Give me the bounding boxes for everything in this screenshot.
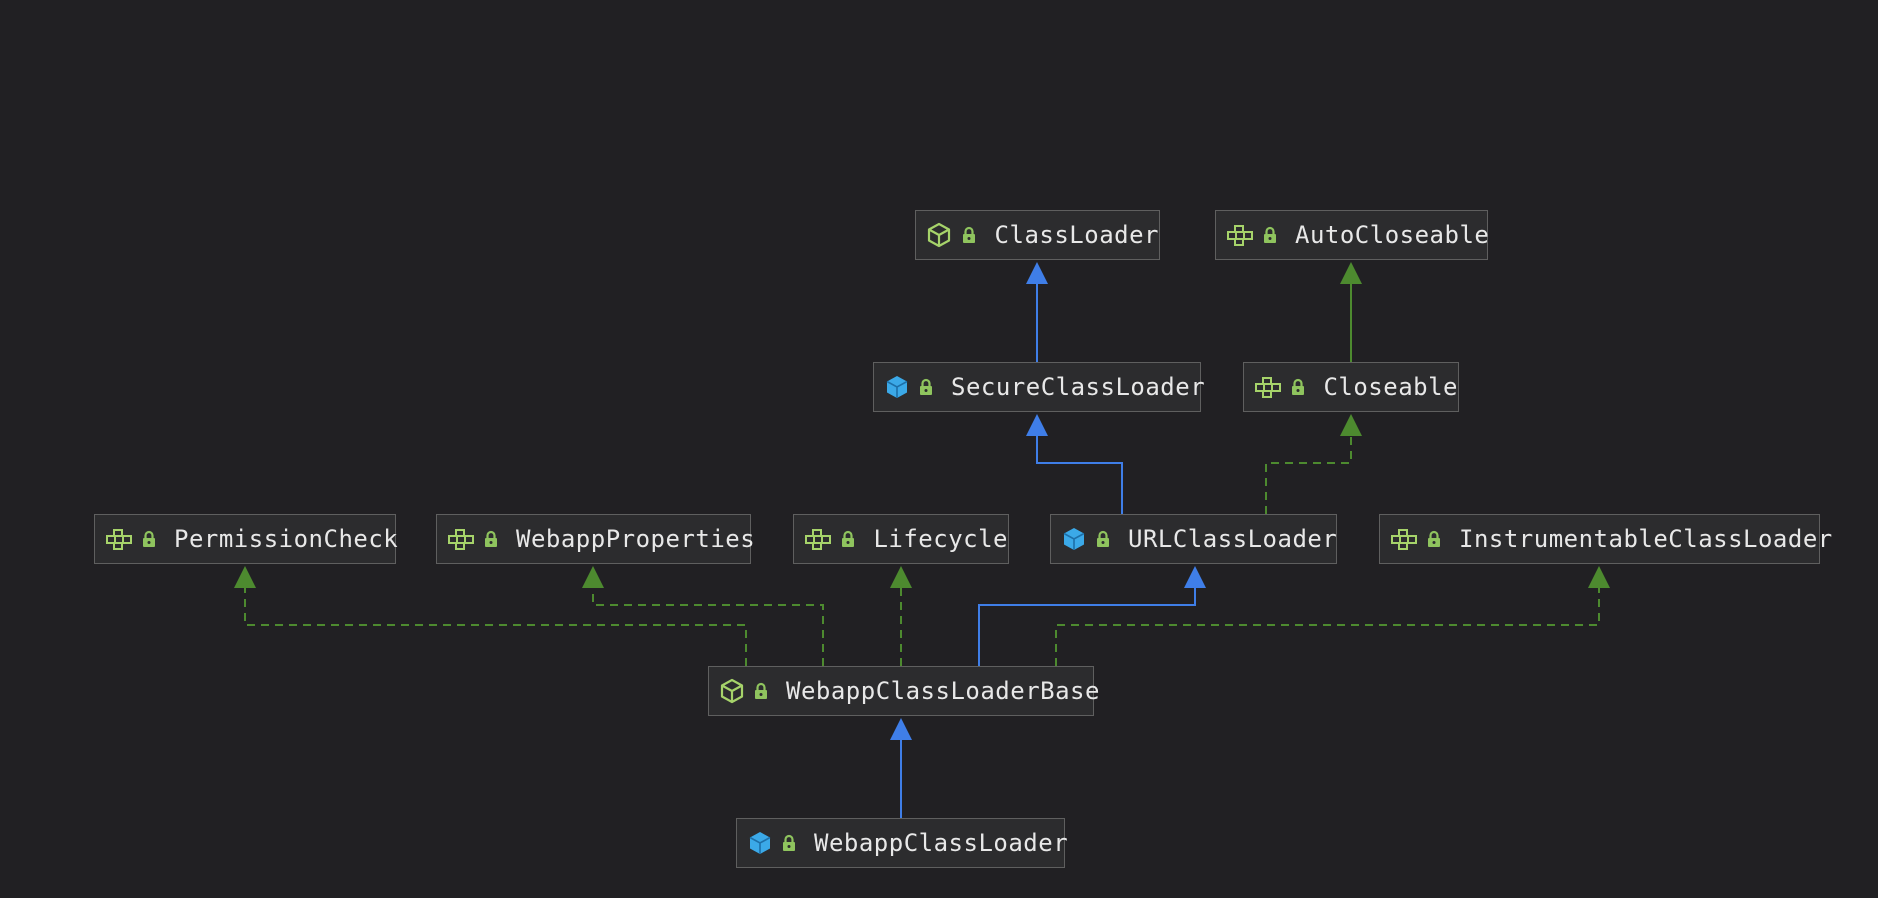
node-label: InstrumentableClassLoader xyxy=(1459,525,1833,553)
node-label: Lifecycle xyxy=(873,525,1008,553)
edge-webappclassloaderbase-to-urlclassloader xyxy=(978,566,1206,666)
node-label: WebappProperties xyxy=(516,525,756,553)
arrowhead xyxy=(1340,414,1362,436)
node-label: AutoCloseable xyxy=(1295,221,1490,249)
edge-webappclassloaderbase-to-webappproperties xyxy=(582,566,824,666)
arrowhead xyxy=(1340,262,1362,284)
lock-icon xyxy=(919,376,933,398)
edge-urlclassloader-to-closeable xyxy=(1265,414,1362,514)
interface-icon xyxy=(1254,373,1282,401)
node-label: URLClassLoader xyxy=(1128,525,1338,553)
edge-webappclassloader-to-webappclassloaderbase xyxy=(890,718,912,818)
node-label: WebappClassLoaderBase xyxy=(786,677,1100,705)
node-webappclassloader[interactable]: WebappClassLoader xyxy=(736,818,1069,868)
arrowhead xyxy=(234,566,256,588)
class-icon xyxy=(884,373,910,401)
node-permissioncheck[interactable]: PermissionCheck xyxy=(94,514,399,564)
abstract-class-icon xyxy=(719,677,745,705)
node-urlclassloader[interactable]: URLClassLoader xyxy=(1050,514,1337,564)
edge-closeable-to-autocloseable xyxy=(1340,262,1362,362)
class-icon xyxy=(747,829,773,857)
node-webappclassloaderbase[interactable]: WebappClassLoaderBase xyxy=(708,666,1099,716)
interface-icon xyxy=(105,525,133,553)
node-closeable[interactable]: Closeable xyxy=(1243,362,1459,412)
lock-icon xyxy=(484,528,498,550)
interface-icon xyxy=(447,525,475,553)
lock-icon xyxy=(1427,528,1441,550)
class-icon xyxy=(1061,525,1087,553)
interface-icon xyxy=(1390,525,1418,553)
lock-icon xyxy=(782,832,796,854)
lock-icon xyxy=(841,528,855,550)
node-secureclassloader[interactable]: SecureClassLoader xyxy=(873,362,1205,412)
edge-urlclassloader-to-secureclassloader xyxy=(1026,414,1123,514)
edge-webappclassloaderbase-to-permissioncheck xyxy=(234,566,747,666)
lock-icon xyxy=(754,680,768,702)
arrowhead xyxy=(890,718,912,740)
lock-icon xyxy=(1291,376,1305,398)
node-webappproperties[interactable]: WebappProperties xyxy=(436,514,755,564)
node-label: PermissionCheck xyxy=(174,525,399,553)
lock-icon xyxy=(1263,224,1277,246)
arrowhead xyxy=(1026,414,1048,436)
node-label: WebappClassLoader xyxy=(814,829,1069,857)
edge-webappclassloaderbase-to-instrumentableclassloader xyxy=(1055,566,1610,666)
arrowhead xyxy=(890,566,912,588)
node-autocloseable[interactable]: AutoCloseable xyxy=(1215,210,1490,260)
node-label: Closeable xyxy=(1323,373,1458,401)
lock-icon xyxy=(1096,528,1110,550)
lock-icon xyxy=(142,528,156,550)
abstract-class-icon xyxy=(926,221,952,249)
node-label: SecureClassLoader xyxy=(951,373,1206,401)
lock-icon xyxy=(961,224,977,246)
node-lifecycle[interactable]: Lifecycle xyxy=(793,514,1009,564)
arrowhead xyxy=(1026,262,1048,284)
arrowhead xyxy=(1588,566,1610,588)
arrowhead xyxy=(1184,566,1206,588)
node-instrumentableclassloader[interactable]: InstrumentableClassLoader xyxy=(1379,514,1832,564)
edge-secureclassloader-to-classloader xyxy=(1026,262,1048,362)
arrowhead xyxy=(582,566,604,588)
edge-webappclassloaderbase-to-lifecycle xyxy=(890,566,912,666)
interface-icon xyxy=(804,525,832,553)
node-label: ClassLoader xyxy=(994,221,1159,249)
node-classloader[interactable]: ClassLoader xyxy=(915,210,1160,260)
interface-icon xyxy=(1226,221,1254,249)
